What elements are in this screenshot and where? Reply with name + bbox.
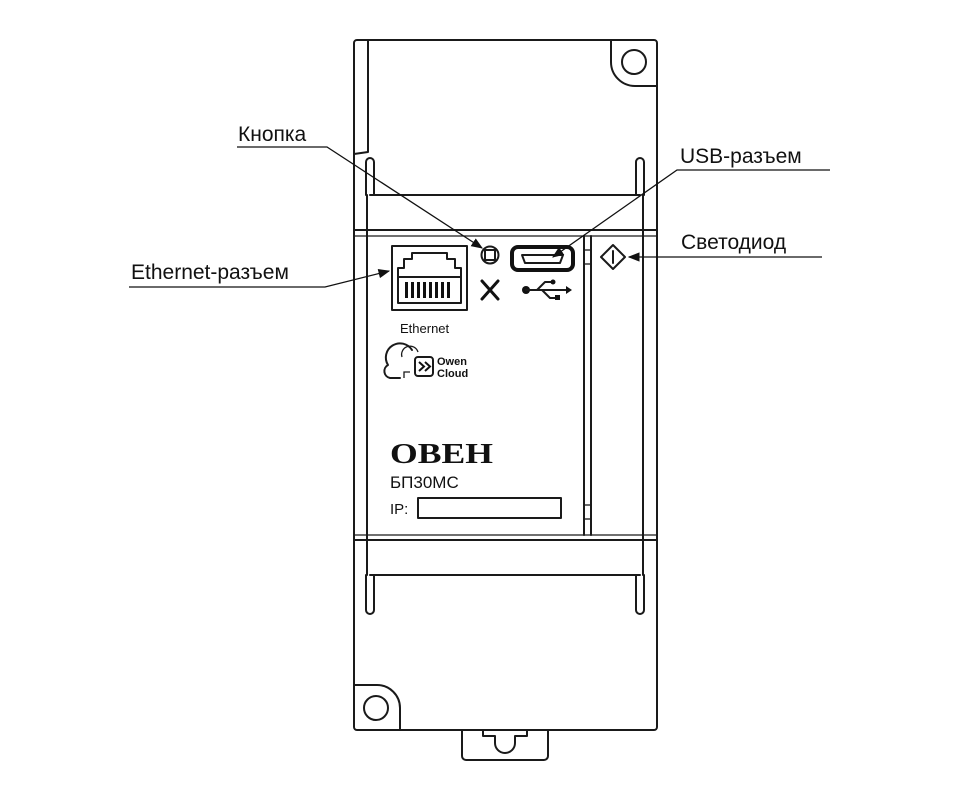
owen-cloud-logo: Owen Cloud bbox=[383, 342, 468, 380]
model-label: БП30МС bbox=[390, 473, 459, 492]
cloud-logo-line2: Cloud bbox=[437, 368, 468, 380]
mounting-hole-top bbox=[621, 49, 647, 75]
callout-ethernet: Ethernet-разъем bbox=[129, 261, 391, 288]
cloud-logo-line1: Owen bbox=[437, 356, 467, 368]
service-button[interactable] bbox=[480, 245, 500, 265]
ip-label: IP: bbox=[390, 501, 408, 518]
status-led bbox=[600, 244, 626, 270]
callout-led: Светодиод bbox=[627, 231, 822, 262]
callout-usb: USB-разъем bbox=[552, 145, 830, 258]
usb-icon bbox=[522, 279, 572, 300]
device-housing bbox=[353, 39, 658, 761]
callout-ethernet-label: Ethernet-разъем bbox=[131, 261, 289, 284]
din-rail-latch bbox=[461, 729, 549, 761]
callout-led-label: Светодиод bbox=[681, 231, 786, 254]
owen-brand-logo: ОВЕН bbox=[390, 438, 494, 470]
ethernet-port[interactable] bbox=[391, 245, 468, 311]
mounting-hole-bottom bbox=[363, 695, 389, 721]
callout-button: Кнопка bbox=[237, 123, 483, 249]
usb-port[interactable] bbox=[510, 245, 575, 272]
ip-address-field bbox=[417, 497, 562, 519]
tools-icon bbox=[480, 279, 500, 301]
ethernet-port-label: Ethernet bbox=[400, 321, 450, 336]
callout-usb-label: USB-разъем bbox=[680, 145, 802, 168]
callout-button-label: Кнопка bbox=[238, 123, 307, 146]
